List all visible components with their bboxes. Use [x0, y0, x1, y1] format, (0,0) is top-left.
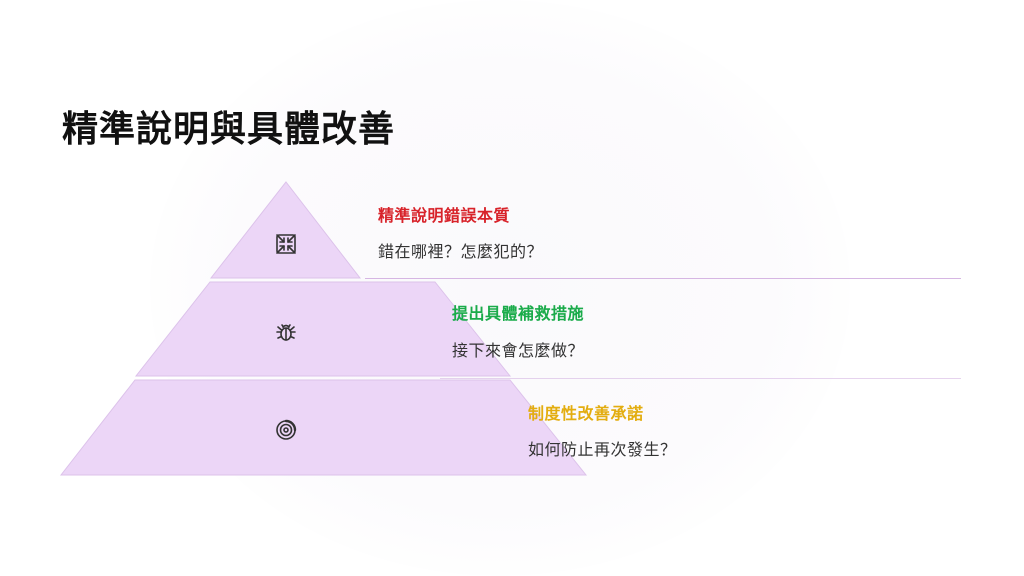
pyramid-level-2 [134, 281, 512, 377]
pyramid-level-1 [209, 181, 362, 279]
bug-icon [274, 320, 298, 344]
level-2-heading: 提出具體補救措施 [452, 304, 585, 323]
slide-title: 精準說明與具體改善 [62, 109, 396, 150]
divider-line-2 [440, 378, 961, 379]
level-3-heading: 制度性改善承諾 [528, 404, 644, 423]
level-3-description: 如何防止再次發生？ [528, 440, 677, 459]
level-1-heading: 精準說明錯誤本質 [378, 206, 511, 225]
pyramid-level-3 [59, 379, 588, 476]
level-1-description: 錯在哪裡？怎麼犯的？ [378, 242, 544, 261]
target-icon [274, 418, 298, 442]
divider-line-1 [365, 278, 961, 279]
compress-arrows-icon [274, 232, 298, 256]
level-2-description: 接下來會怎麼做？ [452, 341, 585, 360]
